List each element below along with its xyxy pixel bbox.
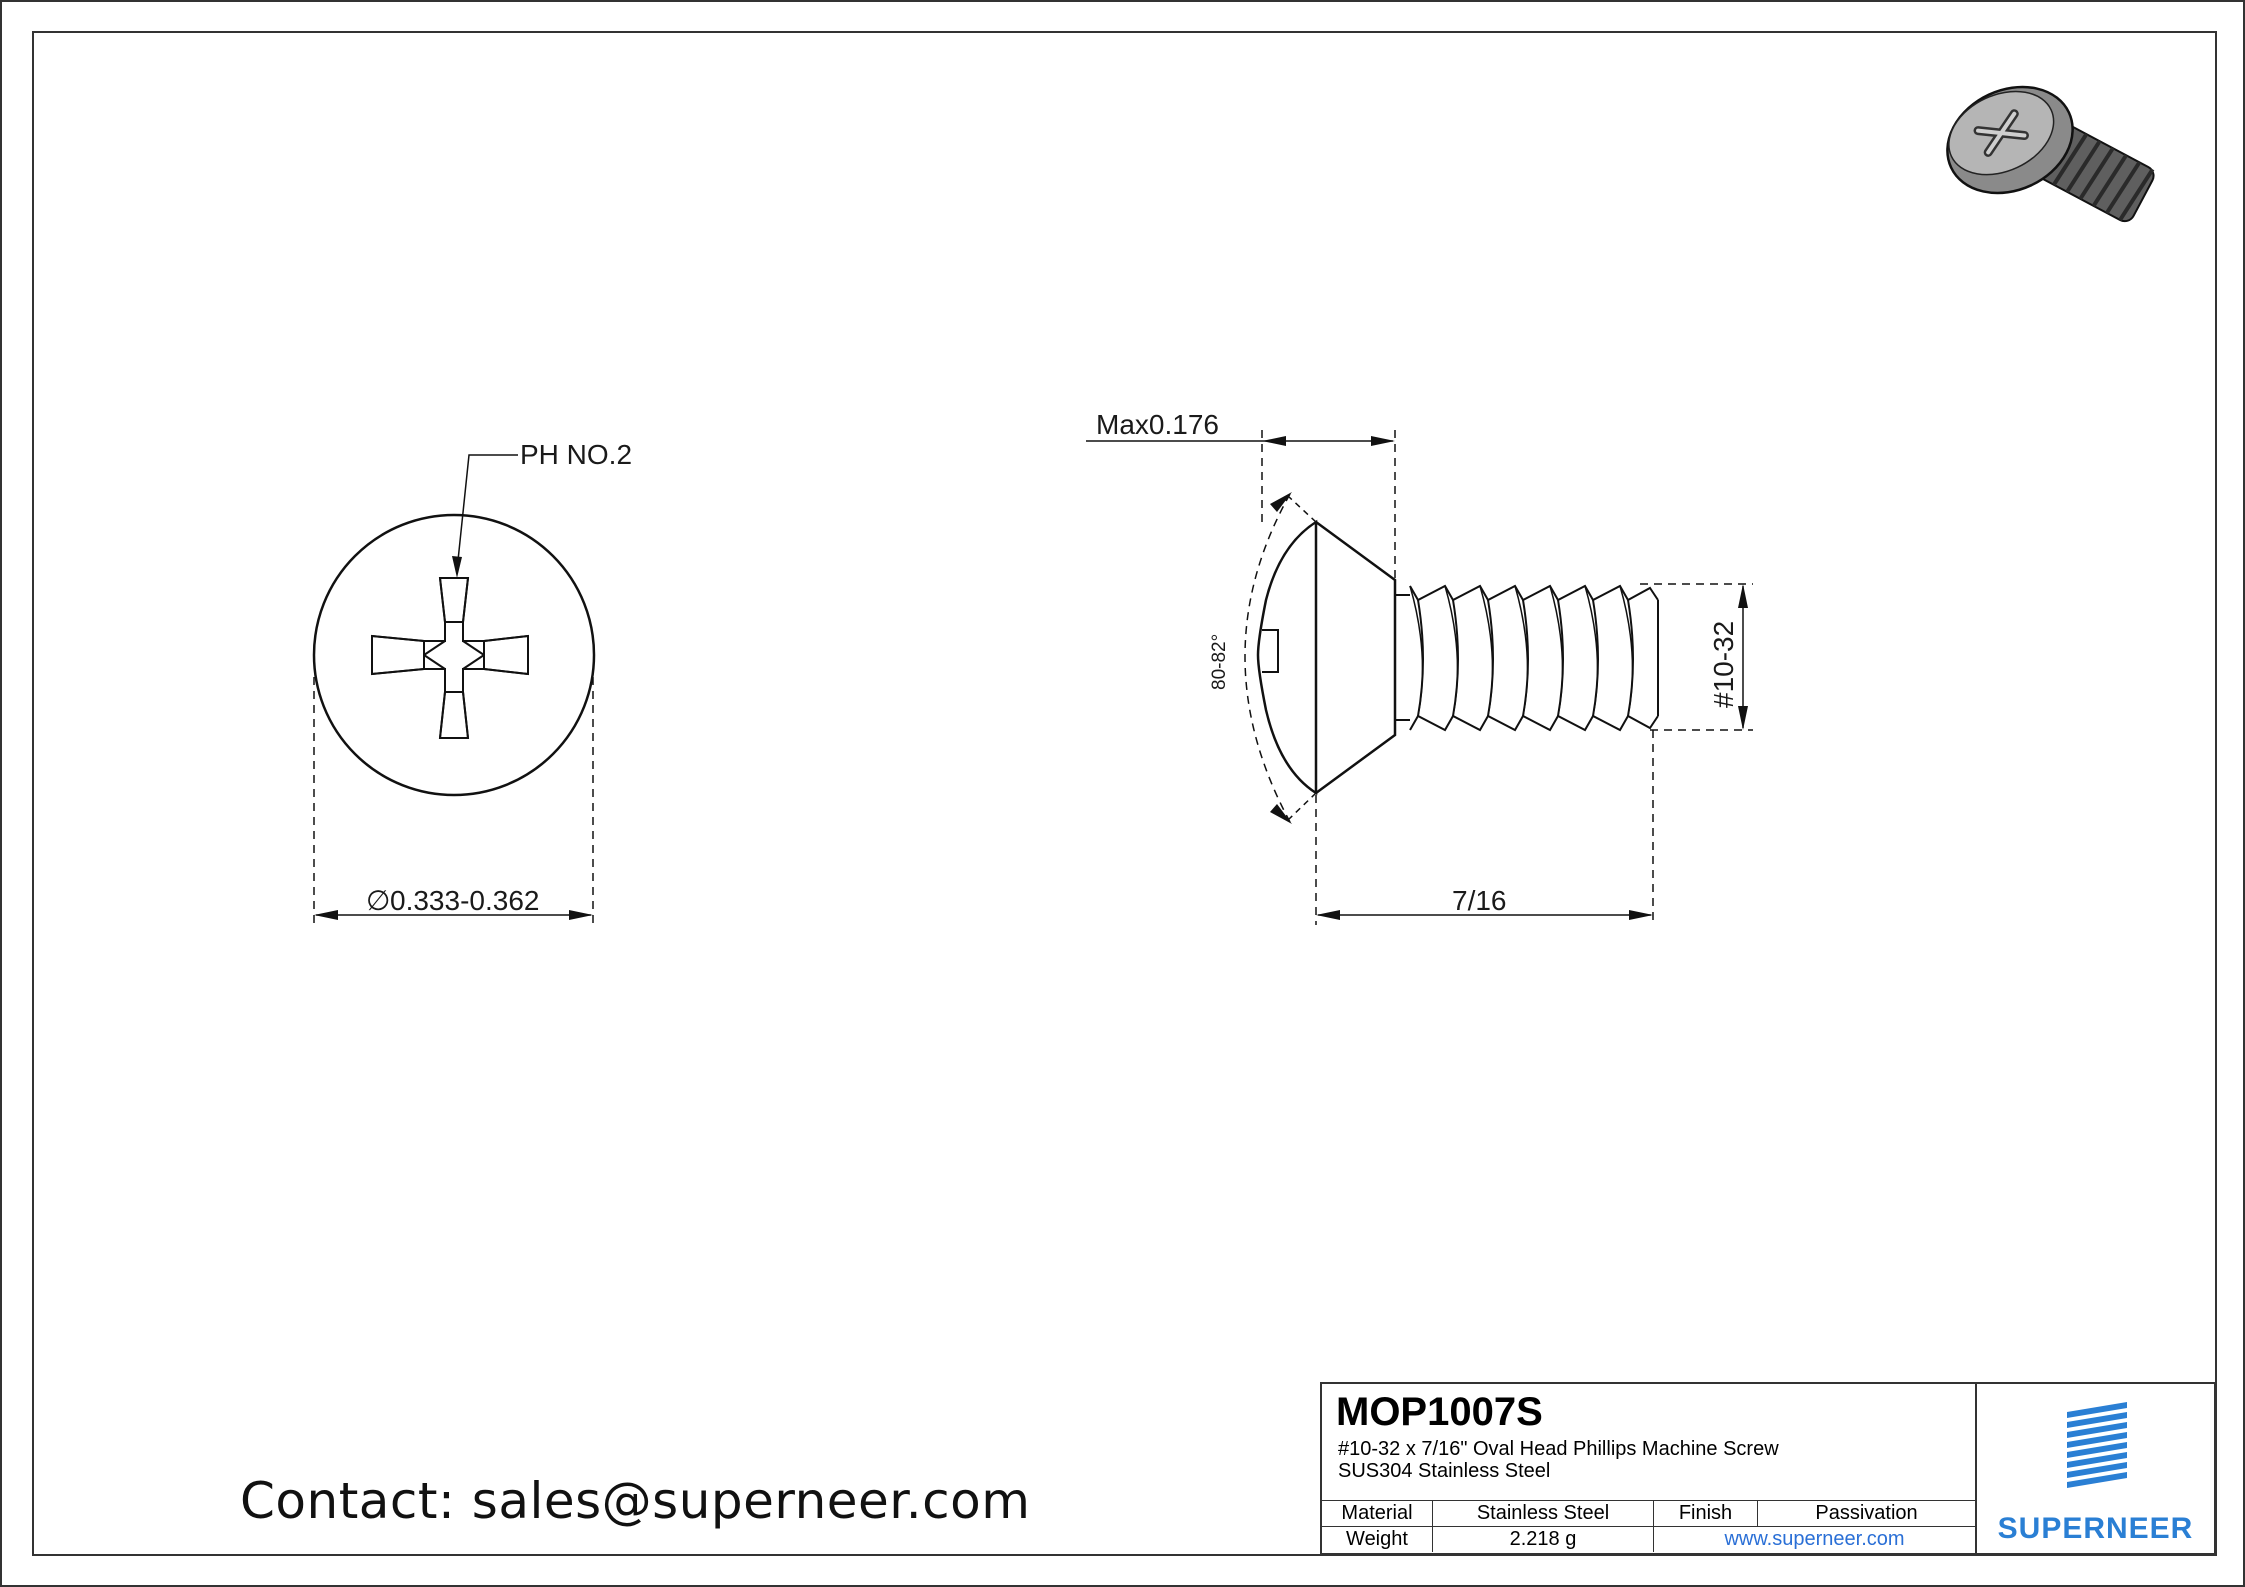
thread-arrow-top (1738, 584, 1748, 608)
oval-head-dome (1256, 519, 1318, 796)
angle-arrow-bottom (1270, 804, 1292, 824)
length-arrow-right (1629, 910, 1653, 920)
head-countersink (1315, 520, 1397, 795)
table-row: Weight 2.218 g www.superneer.com (1322, 1526, 1975, 1552)
thread-arrow-bottom (1738, 706, 1748, 730)
diameter-label: 0.333-0.362 (390, 885, 539, 916)
head-top-view: PH NO.2 ∅ 0.333-0.362 (312, 439, 632, 925)
finish-label: Finish (1653, 1500, 1758, 1527)
length-label: 7/16 (1452, 885, 1507, 916)
material-label: Material (1322, 1500, 1433, 1527)
thread-label: #10-32 (1708, 621, 1739, 708)
angle-extension-top (1287, 495, 1317, 523)
screw-side-view: Max0.176 80-82° #10-32 7/16 (1086, 409, 1753, 925)
finish-value: Passivation (1757, 1500, 1975, 1527)
brand-logo: SUPERNEER (1977, 1384, 2214, 1553)
part-description: #10-32 x 7/16" Oval Head Phillips Machin… (1338, 1438, 1779, 1460)
drive-label: PH NO.2 (520, 439, 632, 470)
drive-leader-line (456, 454, 518, 571)
angle-label: 80-82° (1209, 634, 1230, 690)
spec-table: Material Stainless Steel Finish Passivat… (1322, 1500, 1975, 1552)
diameter-arrow-left (314, 910, 338, 920)
part-number: MOP1007S (1336, 1390, 1543, 1434)
weight-label: Weight (1322, 1526, 1433, 1552)
drive-leader-arrow (452, 556, 462, 578)
angle-extension-bottom (1287, 792, 1317, 821)
length-arrow-left (1316, 910, 1340, 920)
part-material-line: SUS304 Stainless Steel (1338, 1460, 1551, 1482)
angle-arc (1244, 493, 1291, 823)
website-link[interactable]: www.superneer.com (1653, 1526, 1975, 1552)
stacked-stripes-logo-icon (2067, 1402, 2127, 1488)
brand-name: SUPERNEER (1997, 1512, 2194, 1545)
title-block: MOP1007S #10-32 x 7/16" Oval Head Philli… (1320, 1382, 2216, 1555)
head-outline (312, 513, 596, 797)
head-height-arrow-right (1371, 436, 1395, 446)
screw-3d-icon (1946, 85, 2155, 223)
diameter-symbol: ∅ (366, 885, 390, 916)
thread-body (1394, 584, 1659, 732)
material-value: Stainless Steel (1432, 1500, 1654, 1527)
head-height-label: Max0.176 (1096, 409, 1219, 440)
head-height-arrow-left (1262, 436, 1286, 446)
weight-value: 2.218 g (1432, 1526, 1654, 1552)
inner-border (32, 31, 2217, 1556)
phillips-recess-icon (371, 577, 529, 739)
table-row: Material Stainless Steel Finish Passivat… (1322, 1500, 1975, 1527)
angle-arrow-top (1270, 492, 1292, 512)
recess-notch (1262, 629, 1279, 673)
diameter-arrow-right (569, 910, 593, 920)
contact-email[interactable]: Contact: sales@superneer.com (240, 1472, 1031, 1530)
title-block-info: MOP1007S #10-32 x 7/16" Oval Head Philli… (1322, 1384, 1977, 1553)
